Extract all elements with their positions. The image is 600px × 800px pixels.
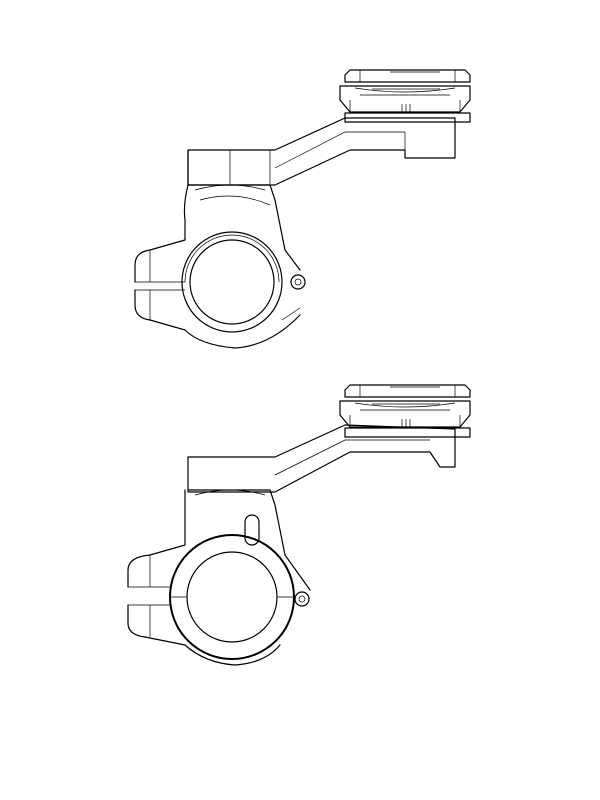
arm xyxy=(187,117,456,186)
figure-bottom-clamp xyxy=(127,489,311,666)
clamp-ring xyxy=(181,231,306,333)
arm xyxy=(187,424,456,493)
figure-top xyxy=(134,69,471,349)
figure-bottom xyxy=(187,384,471,493)
